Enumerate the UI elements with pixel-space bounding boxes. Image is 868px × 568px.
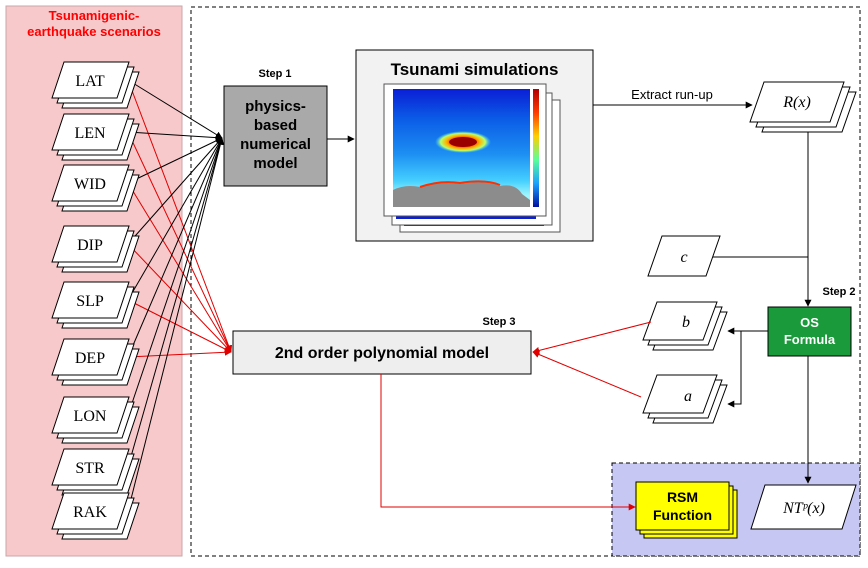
a-label: a [684,388,692,405]
line-dep-to-physics [127,137,223,358]
runup-output: R(x) [749,81,857,133]
param-label-dep: DEP [75,350,105,367]
simulations-title: Tsunami simulations [391,60,559,79]
coastline [393,182,530,207]
param-slp: SLP [51,281,140,329]
param-rak: RAK [51,492,140,540]
param-str: STR [51,448,140,496]
os-formula-box[interactable] [767,306,852,357]
param-dep: DEP [51,338,140,386]
polynomial-model-box[interactable] [232,330,532,375]
a-output: a [642,374,728,424]
os-formula-line2: Formula [784,332,836,347]
simulation-image-stack [383,83,561,233]
rsm-line2: Function [653,507,712,523]
line-rak-to-physics [127,137,224,512]
step2-label: Step 2 [822,286,855,298]
panel-title-line2: earthquake scenarios [27,24,161,39]
line-len-to-polynomial [127,131,232,353]
param-label-slp: SLP [76,293,104,310]
arrow-b-to-polynomial [532,321,652,354]
param-label-rak: RAK [73,504,107,521]
b-output: b [642,301,728,351]
param-label-dip: DIP [77,237,103,254]
runup-label: R(x) [782,94,811,111]
ntp-label: NTᵖ(x) [782,500,825,517]
extract-runup-label: Extract run-up [631,87,713,102]
line-lat-to-polynomial [127,79,233,353]
line-wid-to-polynomial [127,182,232,353]
step1-label: Step 1 [258,68,291,80]
step3-label: Step 3 [482,316,515,328]
line-wid-to-physics [127,137,223,184]
physics-model-box[interactable] [223,85,328,187]
line-slp-to-physics [127,137,223,301]
physics-model-line2: based [254,117,297,134]
rsm-function-box[interactable]: RSM Function [635,481,738,539]
param-label-lat: LAT [75,73,105,90]
arrow-os-to-a [727,331,742,408]
param-lon: LON [51,396,140,444]
line-slp-to-polynomial [127,299,232,353]
line-len-to-physics [127,131,223,142]
line-dip-to-polynomial [127,243,232,353]
arrow-polynomial-to-rsm [380,374,636,511]
c-label: c [680,249,687,266]
param-label-str: STR [75,460,105,477]
param-label-wid: WID [74,176,106,193]
b-label: b [682,314,690,331]
polynomial-model-label: 2nd order polynomial model [275,345,489,362]
param-len: LEN [51,113,140,161]
physics-model-line1: physics- [245,98,306,115]
colorbar [533,89,539,207]
ntp-output [750,484,857,530]
param-lat: LAT [51,61,140,109]
parameter-list: LAT LEN WID DIP SLP DEP LON STR RAK [51,61,140,540]
line-str-to-physics [127,137,224,468]
line-lon-to-physics [127,137,224,416]
os-formula-line1: OS [800,315,819,330]
line-dip-to-physics [127,137,223,245]
c-output [647,235,721,277]
param-label-len: LEN [74,125,106,142]
rsm-line1: RSM [667,489,698,505]
panel-title-line1: Tsunamigenic- [49,8,140,23]
line-dep-to-polynomial [127,348,232,358]
arrow-a-to-polynomial [532,351,642,398]
param-dip: DIP [51,225,140,273]
physics-model-line3: numerical [240,136,311,153]
param-label-lon: LON [74,408,107,425]
line-lat-to-physics [127,79,223,139]
parameter-connections [127,79,233,512]
physics-model-line4: model [253,155,297,172]
param-wid: WID [51,164,140,212]
